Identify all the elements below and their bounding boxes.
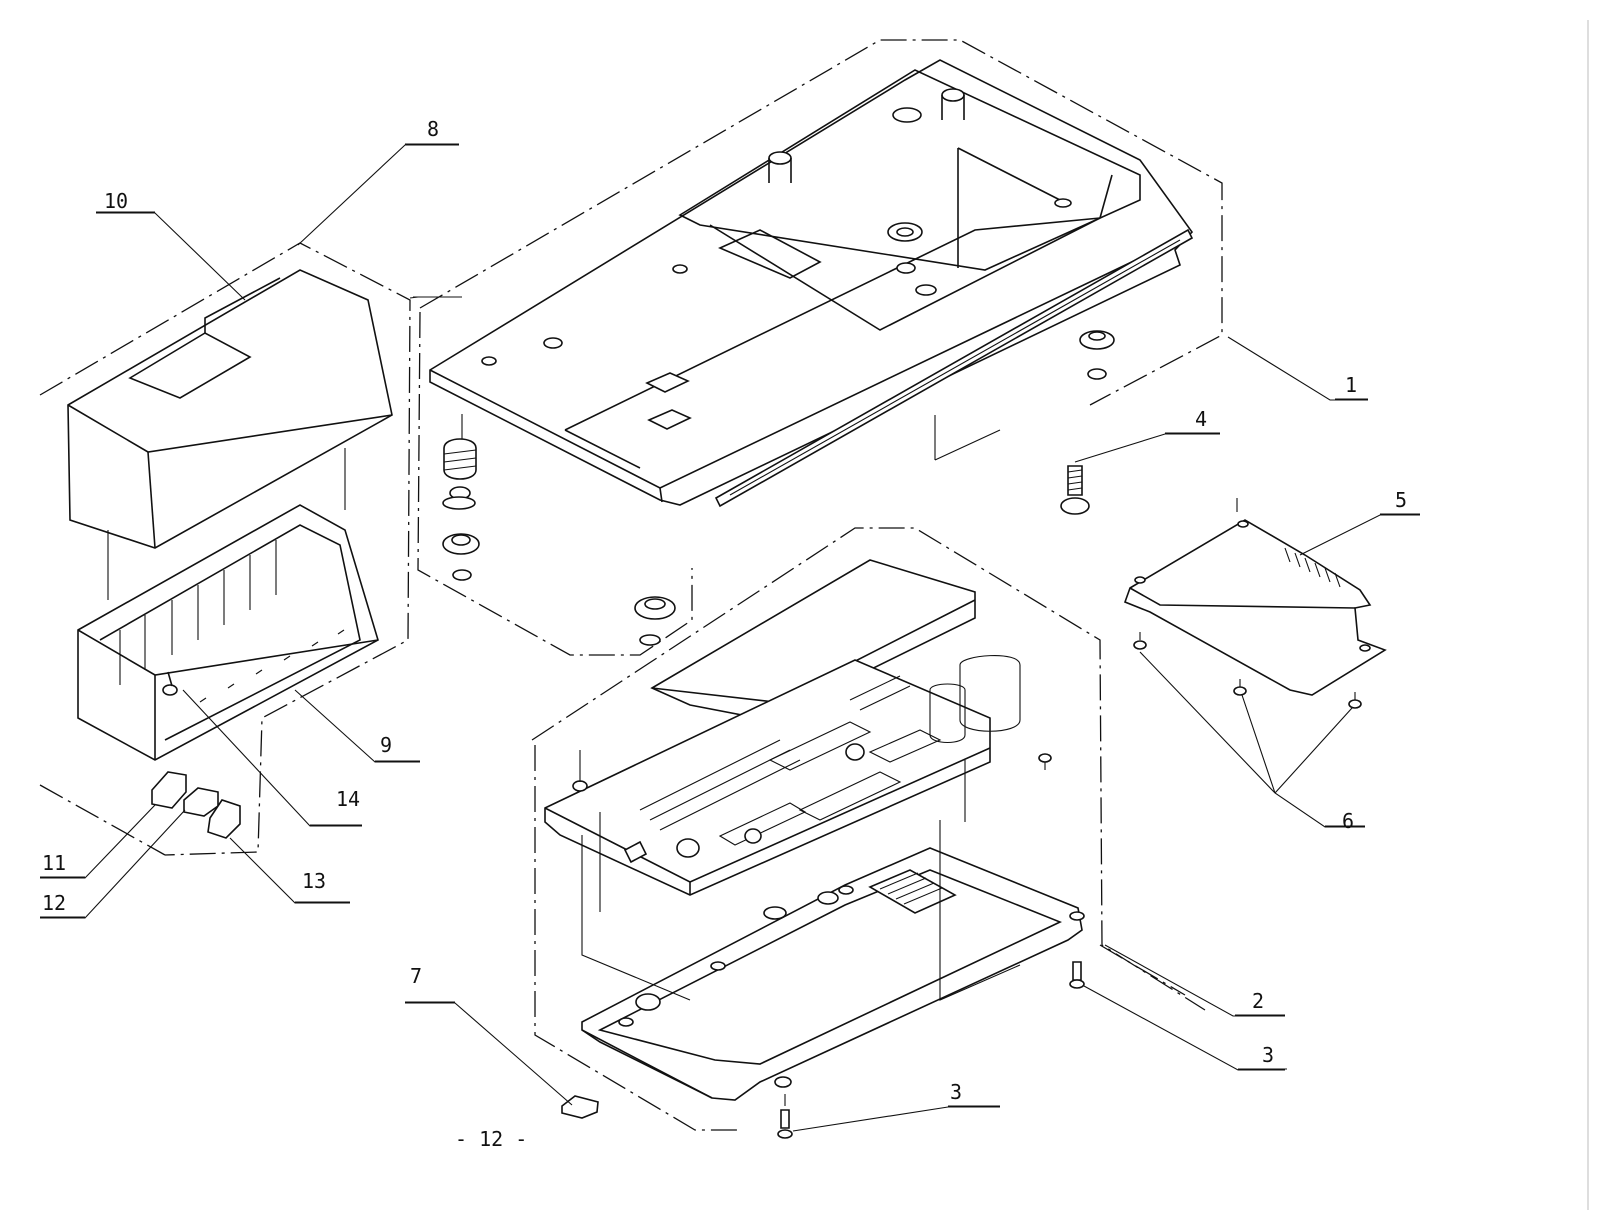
pcb-assembly <box>544 559 1021 912</box>
callout-11: 11 <box>42 851 66 875</box>
callout-10: 10 <box>104 189 128 213</box>
callout-7: 7 <box>410 964 422 988</box>
callout-2: 2 <box>1252 989 1264 1013</box>
top-cover <box>67 269 393 600</box>
callout-13: 13 <box>302 869 326 893</box>
bracket <box>1123 498 1387 696</box>
leader-lines <box>40 144 1420 1132</box>
screws-3 <box>777 961 1085 1139</box>
chassis-feet <box>442 330 1115 646</box>
callout-6: 6 <box>1342 809 1354 833</box>
rubber-pad <box>561 1095 599 1119</box>
callout-3a: 3 <box>1262 1043 1274 1067</box>
callout-labels: 1 2 3 3 4 5 6 7 8 9 10 11 12 13 14 <box>40 117 1420 1107</box>
callout-3b: 3 <box>950 1080 962 1104</box>
main-chassis <box>429 59 1194 508</box>
callout-1: 1 <box>1345 373 1357 397</box>
comb-tray <box>77 504 379 761</box>
bottom-case <box>581 820 1085 1101</box>
small-clips <box>151 771 241 839</box>
pcb-screw <box>1038 753 1052 770</box>
page-number: - 12 - <box>455 1127 527 1151</box>
callout-12: 12 <box>42 891 66 915</box>
callout-8: 8 <box>427 117 439 141</box>
callout-5: 5 <box>1395 488 1407 512</box>
callout-9: 9 <box>380 733 392 757</box>
callout-14: 14 <box>336 787 360 811</box>
screw-4 <box>1060 465 1090 515</box>
callout-4: 4 <box>1195 407 1207 431</box>
screws-6 <box>1133 632 1362 709</box>
